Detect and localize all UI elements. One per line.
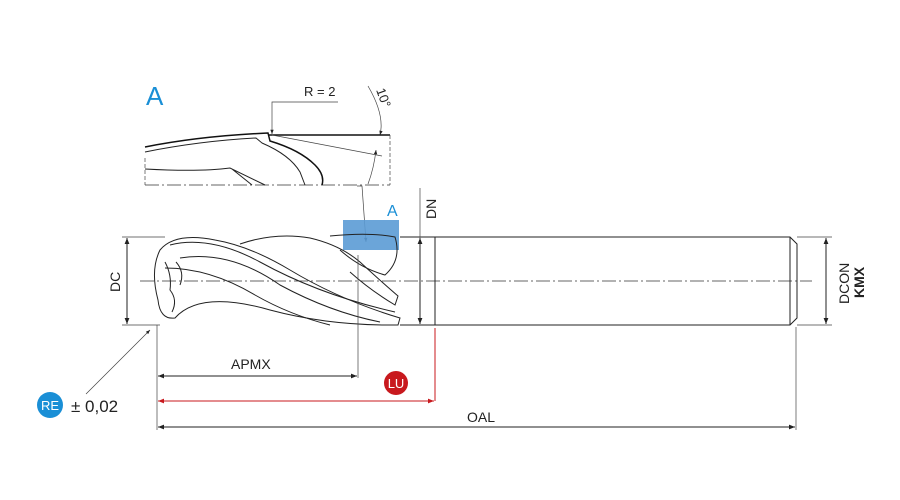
- neck: [400, 236, 435, 326]
- lu-label: LU: [388, 376, 405, 391]
- detail-label: A: [146, 81, 164, 111]
- angle-arc-bottom: [367, 149, 378, 185]
- re-tolerance: ± 0,02: [71, 397, 118, 416]
- dc-label: DC: [107, 272, 123, 292]
- detail-edge-3: [144, 167, 266, 186]
- angle-label: 10°: [373, 86, 394, 110]
- dcon-label: DCON: [836, 263, 852, 304]
- flute-3: [164, 267, 331, 326]
- flute-2: [179, 256, 381, 323]
- dn-label: DN: [423, 199, 439, 219]
- angle-line: [271, 134, 383, 157]
- detail-box-sides: [144, 135, 391, 185]
- re-leader: [85, 329, 151, 395]
- detail-view-a: A R = 2 10°: [144, 81, 394, 186]
- detail-edge-2: [144, 137, 306, 186]
- detail-edge-1: [144, 132, 324, 186]
- re-label: RE: [41, 398, 59, 413]
- callout-label: A: [387, 203, 398, 220]
- radius-leader: [270, 101, 338, 134]
- apmx-label: APMX: [231, 356, 271, 372]
- kmx-label: KMX: [851, 266, 867, 298]
- lu-badge: LU: [384, 371, 408, 395]
- flute-1: [169, 241, 396, 313]
- angle-arc-top: [367, 85, 383, 136]
- flute-4: [239, 235, 399, 306]
- radius-label: R = 2: [304, 84, 335, 99]
- re-badge: RE: [37, 392, 63, 418]
- flute-5: [329, 233, 398, 276]
- dc-extensions: [122, 236, 165, 326]
- end-mill: [140, 233, 812, 326]
- oal-label: OAL: [467, 409, 495, 425]
- cutting-head-outline: [154, 237, 401, 326]
- apmx-extensions: [156, 255, 359, 430]
- detail-highlight-box: [343, 220, 399, 250]
- tip-detail: [164, 261, 183, 313]
- dcon-extensions: [797, 236, 832, 326]
